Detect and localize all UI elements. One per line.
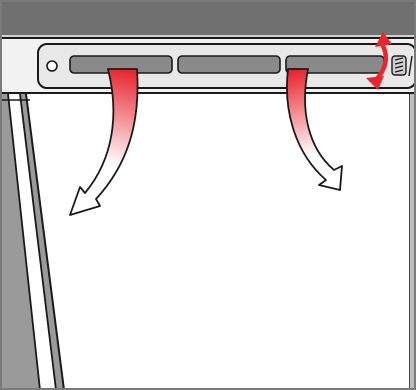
right-frame-fill	[410, 94, 416, 390]
thumbwheel-icon	[391, 55, 407, 76]
vent-slot-center	[177, 55, 281, 74]
ceiling	[0, 0, 416, 38]
airflow-arrow-left	[69, 68, 139, 216]
airflow-arrow-right	[286, 68, 343, 191]
housing-right-notch	[408, 55, 413, 77]
door-frame-left	[0, 93, 65, 390]
vent-screw	[46, 60, 58, 72]
double-headed-curved-arrow-icon	[366, 32, 392, 90]
